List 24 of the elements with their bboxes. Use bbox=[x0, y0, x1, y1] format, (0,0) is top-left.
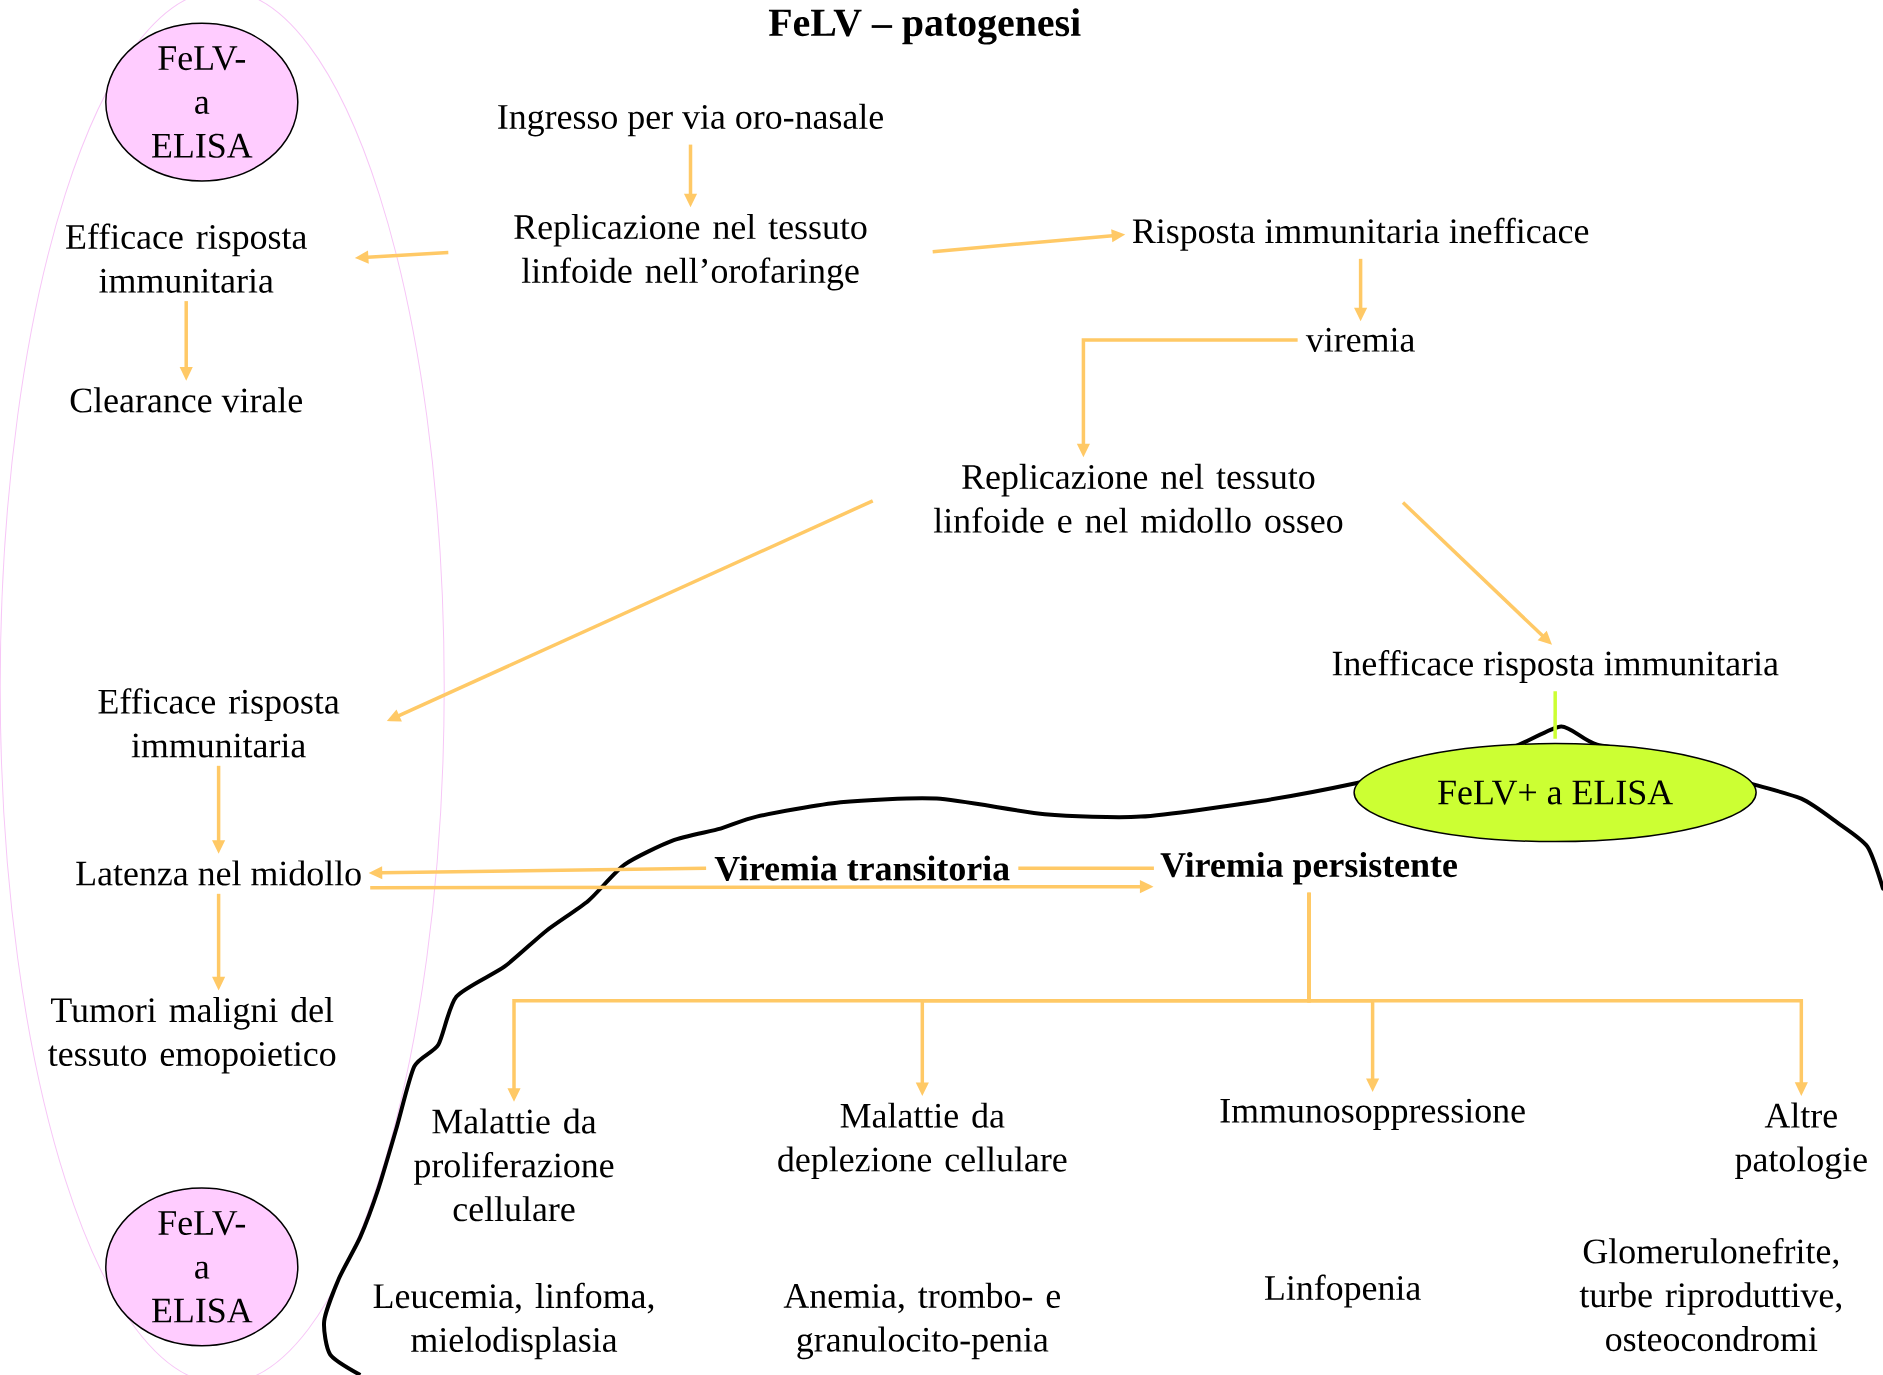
step-text: Glomerulonefrite, turbe riproduttive, osteocondromi bbox=[1579, 1237, 1842, 1352]
step-text: Linfopenia bbox=[1264, 1274, 1421, 1308]
step-text: Tumori maligni del tessuto emopoietico bbox=[48, 997, 336, 1074]
step-text: Risposta immunitaria inefficace bbox=[1132, 217, 1589, 251]
step-text: Altre patologie bbox=[1735, 1102, 1867, 1180]
step-text: viremia bbox=[1305, 327, 1415, 352]
step-text: Leucemia, linfoma, mielodisplasia bbox=[373, 1282, 654, 1360]
step-text: Efficace risposta immunitaria bbox=[66, 223, 307, 293]
connector-line bbox=[1018, 866, 1154, 870]
step-text: Replicazione nel tessuto linfoide nell’orofaringe bbox=[514, 214, 867, 291]
step-text: Replicazione nel tessuto linfoide e nel midollo osseo bbox=[933, 463, 1343, 533]
step-text: Viremia persistente bbox=[1160, 851, 1457, 885]
step-text: Malattie da proliferazione cellulare bbox=[414, 1108, 614, 1222]
step-text: Viremia transitoria bbox=[714, 855, 1010, 881]
step-text: Efficace risposta immunitaria bbox=[98, 688, 340, 758]
connector-line bbox=[1553, 691, 1557, 739]
step-text: Immunosoppressione bbox=[1220, 1098, 1525, 1131]
title: FeLV – patogenesi bbox=[768, 8, 1081, 45]
step-text: Anemia, trombo- e granulocito-penia bbox=[783, 1282, 1060, 1360]
step-text: Inefficace risposta immunitaria bbox=[1332, 650, 1779, 683]
step-text: Ingresso per via oro-nasale bbox=[498, 103, 883, 137]
step-text: Malattie da deplezione cellulare bbox=[778, 1102, 1067, 1179]
step-text: Clearance virale bbox=[70, 387, 302, 413]
step-text: Latenza nel midollo bbox=[76, 860, 361, 886]
